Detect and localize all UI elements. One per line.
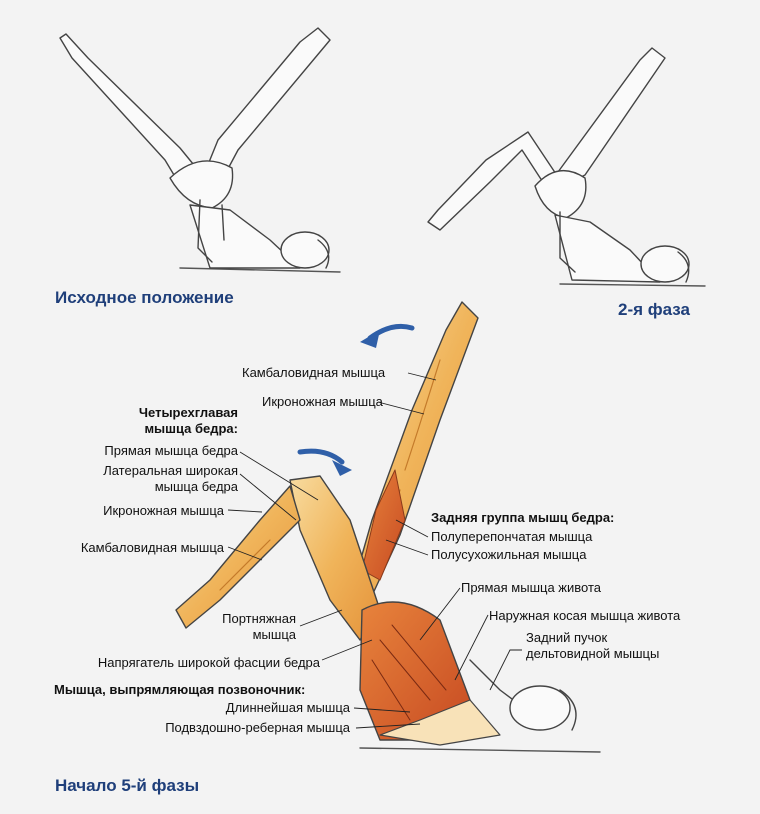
label-gastrocnemius-left: Икроножная мышца [103, 503, 224, 518]
caption-start-position: Исходное положение [55, 288, 234, 307]
label-erector-spinae-heading: Мышца, выпрямляющая позвоночник: [54, 682, 306, 697]
caption-phase-5-start: Начало 5-й фазы [55, 776, 200, 795]
label-soleus-top: Камбаловидная мышца [242, 365, 386, 380]
label-tensor-fasciae-latae: Напрягатель широкой фасции бедра [97, 655, 320, 670]
label-vastus-lateralis: Латеральная широкая [103, 463, 238, 478]
label-sartorius-2: мышца [252, 627, 296, 642]
label-posterior-deltoid-2: дельтовидной мышцы [526, 646, 660, 661]
figure-phase-5 [175, 301, 601, 753]
caption-phase-2: 2-я фаза [618, 300, 690, 319]
label-external-oblique: Наружная косая мышца живота [489, 608, 681, 623]
label-iliocostalis: Подвздошно-реберная мышца [165, 720, 350, 735]
arrow-head-icon [332, 460, 352, 476]
label-vastus-lateralis-2: мышца бедра [154, 479, 238, 494]
label-semitendinosus: Полусухожильная мышца [431, 547, 587, 562]
figure-start-position [59, 27, 341, 273]
label-quadriceps-heading-2: мышца бедра: [144, 421, 238, 436]
label-hamstrings-heading: Задняя группа мышц бедра: [431, 510, 615, 525]
label-rectus-abdominis: Прямая мышца живота [461, 580, 601, 595]
motion-arrows [297, 323, 415, 476]
arrow-icon [297, 448, 345, 465]
label-gastrocnemius-top: Икроножная мышца [262, 394, 383, 409]
arrow-head-icon [360, 330, 380, 348]
label-quadriceps-heading: Четырехглавая [138, 405, 238, 420]
label-posterior-deltoid: Задний пучок [526, 630, 608, 645]
figure-phase-2 [427, 47, 706, 287]
label-sartorius: Портняжная [222, 611, 296, 626]
label-rectus-femoris: Прямая мышца бедра [104, 443, 238, 458]
label-longissimus: Длиннейшая мышца [225, 700, 350, 715]
label-semimembranosus: Полуперепончатая мышца [431, 529, 593, 544]
label-soleus-left: Камбаловидная мышца [80, 540, 224, 555]
leader-lines [227, 372, 522, 729]
